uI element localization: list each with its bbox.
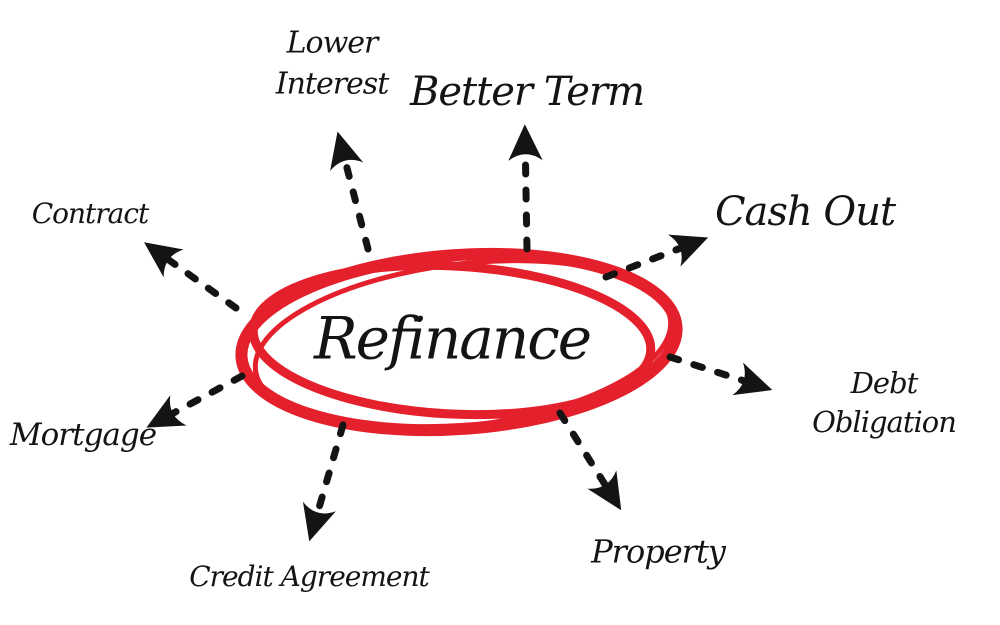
- arrow-to-lower-interest: [330, 131, 372, 253]
- node-label-cash-out: Cash Out: [714, 189, 896, 235]
- arrow-to-property: [556, 409, 622, 511]
- center-node-label: Refinance: [313, 304, 592, 373]
- node-label-credit-agreement: Credit Agreement: [189, 560, 429, 594]
- node-label-mortgage: Mortgage: [9, 417, 157, 454]
- node-label-property: Property: [591, 532, 726, 571]
- arrow-to-better-term: [508, 124, 543, 253]
- arrow-to-debt-obligation: [666, 353, 773, 396]
- arrow-to-mortgage: [146, 372, 246, 428]
- arrow-to-credit-agreement: [302, 421, 347, 542]
- node-label-lower-interest: Lower Interest: [275, 25, 390, 102]
- node-label-debt-obligation: Debt Obligation: [812, 365, 957, 439]
- arrow-to-cash-out: [602, 234, 709, 281]
- center-ellipse-scribble: [235, 247, 683, 437]
- arrow-to-contract: [144, 242, 240, 312]
- node-label-contract: Contract: [31, 197, 150, 231]
- node-label-better-term: Better Term: [409, 69, 645, 115]
